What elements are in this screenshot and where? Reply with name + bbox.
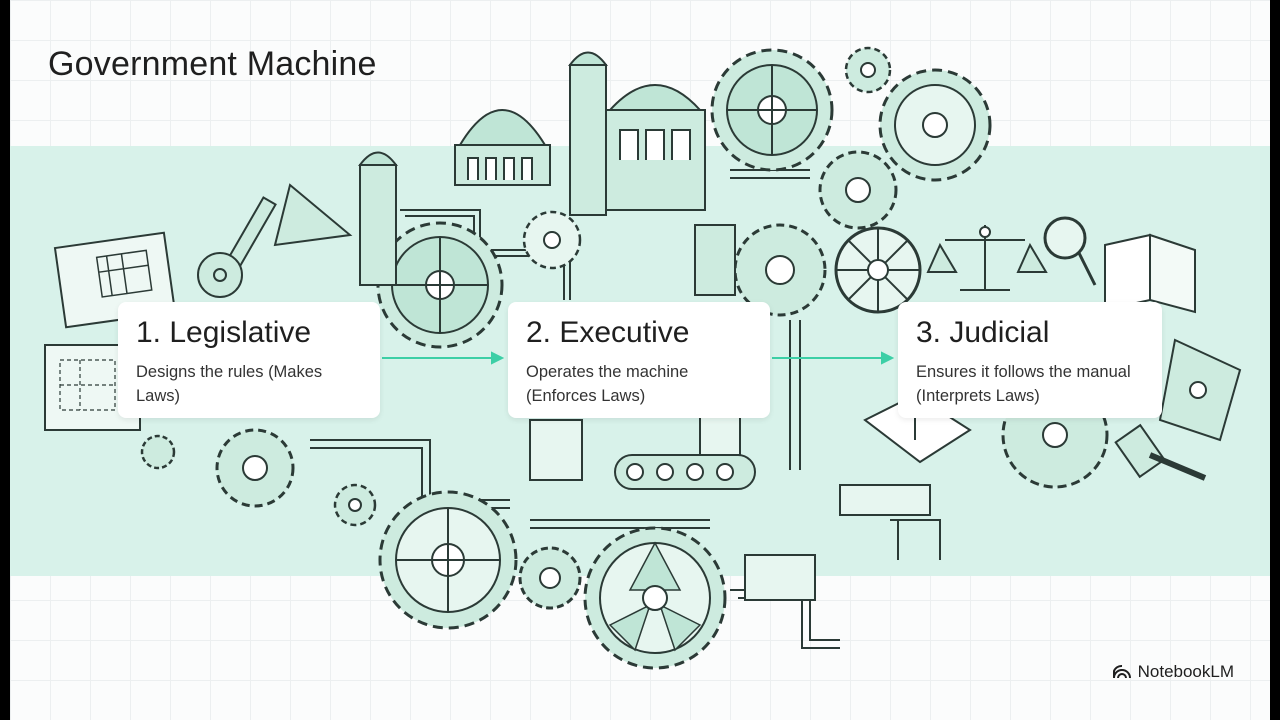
fan-icon <box>1158 338 1242 442</box>
gear-icon <box>140 434 176 470</box>
judicial-card: 3. Judicial Ensures it follows the manua… <box>898 302 1162 418</box>
tower-icon <box>358 51 608 286</box>
gear-icon <box>733 223 827 317</box>
slide-title: Government Machine <box>48 45 377 83</box>
control-panel-icon <box>529 224 931 601</box>
gear-icon <box>710 48 834 172</box>
gear-icon <box>818 150 898 230</box>
card-heading: 2. Executive <box>526 316 690 349</box>
gear-icon <box>522 210 582 270</box>
gear-icon <box>378 490 518 630</box>
magnifier-icon <box>1043 216 1097 286</box>
gavel-icon <box>1114 423 1207 481</box>
gear-icon <box>834 226 922 314</box>
card-text: Operates the machine (Enforces Laws) <box>526 363 689 405</box>
legislative-card: 1. Legislative Designs the rules (Makes … <box>118 302 380 418</box>
gear-icon <box>518 546 582 610</box>
card-heading: 1. Legislative <box>136 316 312 349</box>
scales-of-justice-icon <box>926 225 1048 291</box>
gear-icon <box>878 68 992 182</box>
card-text: Designs the rules (Makes Laws) <box>136 363 323 405</box>
connector-arrow <box>772 351 895 365</box>
gear-icon <box>844 46 892 94</box>
dome-building-icon <box>454 84 706 211</box>
connector-arrow <box>382 351 505 365</box>
card-text: Ensures it follows the manual (Interpret… <box>916 363 1131 405</box>
open-book-icon <box>863 233 1196 464</box>
executive-card: 2. Executive Operates the machine (Enfor… <box>508 302 770 418</box>
conveyor-belt-icon <box>614 454 756 490</box>
gear-icon <box>215 428 295 508</box>
gear-icon <box>333 483 377 527</box>
brand-name: NotebookLM <box>1137 662 1234 681</box>
drafting-tools-icon <box>197 183 353 298</box>
brand-mark: NotebookLM <box>1112 662 1234 682</box>
gear-icon <box>583 526 727 670</box>
card-heading: 3. Judicial <box>916 316 1050 349</box>
notebooklm-logo-icon <box>1112 665 1131 679</box>
slide: Government Machine 1. Legislative Design… <box>10 0 1270 720</box>
